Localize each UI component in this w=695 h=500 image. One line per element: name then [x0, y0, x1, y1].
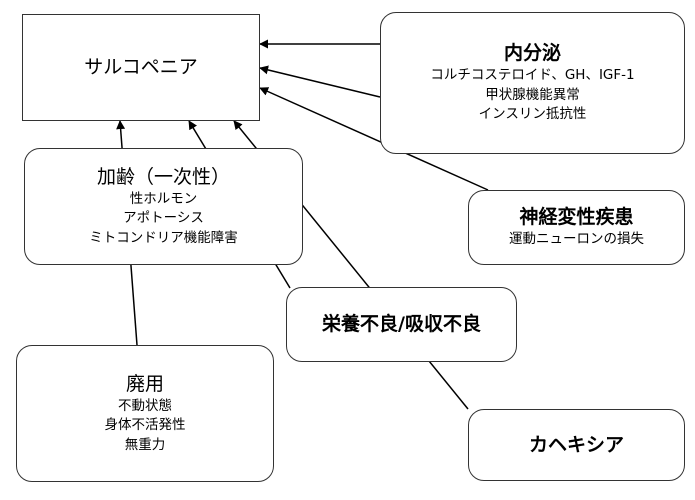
disuse-line-1: 不動状態: [118, 397, 172, 414]
cachexia-box: カヘキシア: [468, 409, 685, 481]
disuse-box: 廃用 不動状態 身体不活発性 無重力: [16, 345, 274, 482]
endocrine-title: 内分泌: [503, 42, 561, 65]
aging-box: 加齢（一次性） 性ホルモン アポトーシス ミトコンドリア機能障害: [24, 148, 303, 265]
disuse-title: 廃用: [125, 372, 164, 395]
neuro-title: 神経変性疾患: [519, 206, 634, 229]
disuse-line-3: 無重力: [124, 436, 166, 453]
aging-title: 加齢（一次性）: [96, 165, 230, 188]
sarcopenia-box: サルコペニア: [22, 14, 260, 121]
arrow-endocrine2-to-sarcopenia: [259, 65, 381, 98]
cachexia-title: カヘキシア: [528, 433, 624, 456]
neuro-line-1: 運動ニューロンの損失: [509, 231, 644, 248]
aging-line-2: アポトーシス: [123, 210, 204, 227]
nutrition-box: 栄養不良/吸収不良: [286, 287, 517, 362]
disuse-line-2: 身体不活発性: [104, 417, 186, 434]
endocrine-line-2: 甲状腺機能異常: [485, 86, 580, 103]
endocrine-line-3: インスリン抵抗性: [478, 106, 587, 123]
aging-line-3: ミトコンドリア機能障害: [89, 229, 238, 246]
nutrition-title: 栄養不良/吸収不良: [322, 313, 481, 336]
endocrine-box: 内分泌 コルチコステロイド、GH、IGF-1 甲状腺機能異常 インスリン抵抗性: [380, 12, 685, 154]
aging-line-1: 性ホルモン: [129, 190, 198, 207]
neuro-box: 神経変性疾患 運動ニューロンの損失: [468, 190, 685, 265]
endocrine-line-1: コルチコステロイド、GH、IGF-1: [430, 67, 635, 83]
arrow-neuro-to-sarcopenia: [259, 87, 489, 191]
sarcopenia-title: サルコペニア: [84, 56, 198, 79]
